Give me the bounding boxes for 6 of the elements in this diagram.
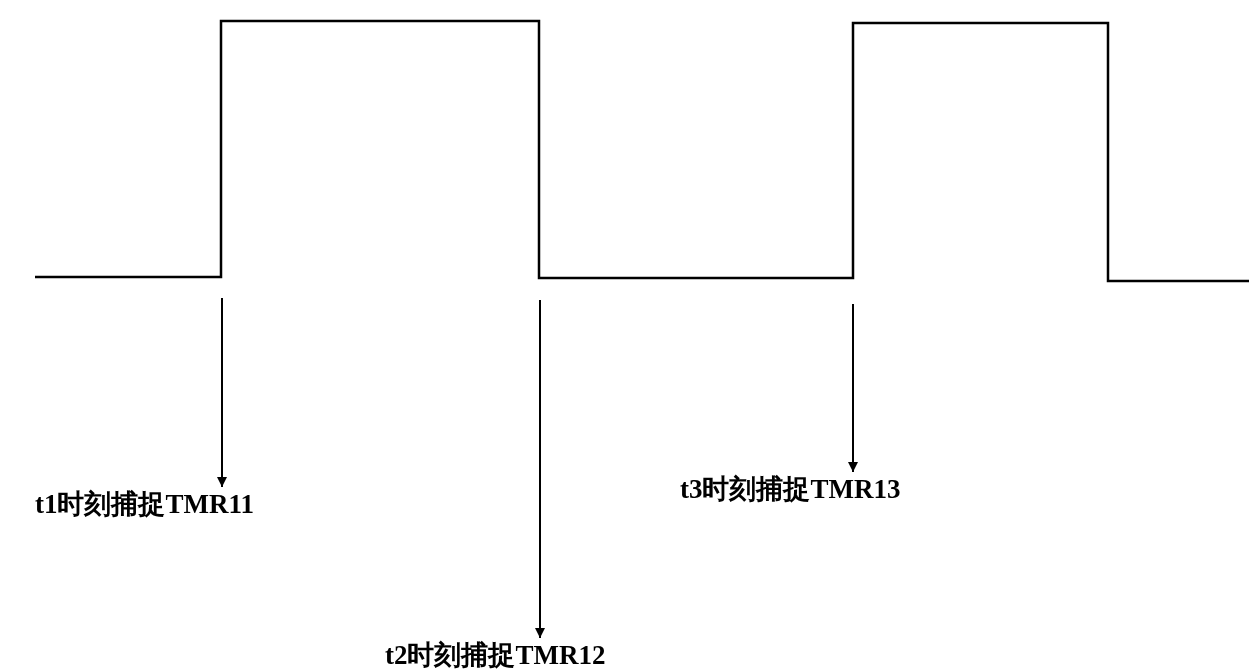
- arrow: [848, 303, 858, 473]
- capture-label: t2时刻捕捉TMR12: [385, 640, 606, 670]
- arrow: [535, 299, 545, 639]
- capture-label: t3时刻捕捉TMR13: [680, 474, 901, 504]
- arrow: [217, 297, 227, 488]
- capture-label: t1时刻捕捉TMR11: [35, 489, 254, 519]
